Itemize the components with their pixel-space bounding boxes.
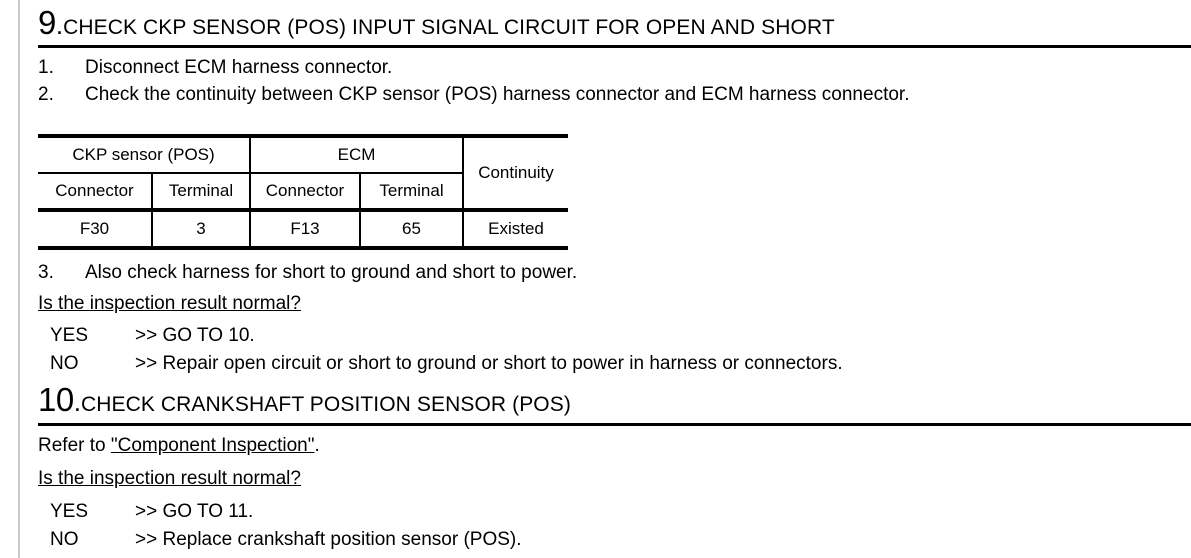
step-10-number-dot: .	[73, 387, 81, 417]
table-cell-ckp-connector: F30	[38, 208, 153, 250]
service-manual-page: 9.CHECK CKP SENSOR (POS) INPUT SIGNAL CI…	[38, 0, 1191, 558]
answer-value: >> GO TO 10.	[135, 325, 255, 346]
step-9-procedure-list: 1. Disconnect ECM harness connector. 2. …	[38, 54, 1191, 108]
table-group-header-ecm: ECM	[249, 134, 464, 173]
answer-value: >> GO TO 11.	[135, 501, 254, 522]
procedure-text: Check the continuity between CKP sensor …	[85, 84, 910, 105]
table-subheader-ckp-connector: Connector	[38, 172, 153, 210]
answer-key: YES	[50, 501, 89, 522]
step-10-heading: 10.CHECK CRANKSHAFT POSITION SENSOR (POS…	[38, 383, 1191, 416]
procedure-text: Also check harness for short to ground a…	[85, 262, 578, 283]
step-9-question: Is the inspection result normal?	[38, 293, 301, 314]
procedure-number: 3.	[38, 262, 54, 283]
procedure-number: 2.	[38, 84, 54, 105]
step-10-section: 10.CHECK CRANKSHAFT POSITION SENSOR (POS…	[38, 383, 1191, 554]
step-10-number: 10	[38, 381, 74, 418]
step-10-answers: YES >> GO TO 11. NO >> Replace crankshaf…	[38, 498, 1191, 554]
answer-row-yes: YES >> GO TO 11.	[38, 498, 1191, 526]
left-margin-rule	[18, 0, 20, 558]
table-subheader-ecm-terminal: Terminal	[359, 172, 464, 210]
table-sub-header-row: Connector Terminal Connector Terminal	[38, 172, 568, 210]
step-9-number-dot: .	[55, 10, 64, 40]
answer-key: NO	[50, 353, 79, 374]
procedure-item: 1. Disconnect ECM harness connector.	[38, 54, 1191, 81]
answer-key: NO	[50, 529, 79, 550]
table-cell-ecm-connector: F13	[249, 208, 361, 250]
answer-value: >> Replace crankshaft position sensor (P…	[135, 529, 522, 550]
step-9-title: CHECK CKP SENSOR (POS) INPUT SIGNAL CIRC…	[63, 16, 835, 39]
refer-to-prefix: Refer to	[38, 435, 111, 456]
table-subheader-ecm-connector: Connector	[249, 172, 361, 210]
table-row: F30 3 F13 65 Existed	[38, 208, 568, 250]
answer-value: >> Repair open circuit or short to groun…	[135, 353, 843, 374]
table-group-header-ckp: CKP sensor (POS)	[38, 134, 251, 173]
answer-row-no: NO >> Repair open circuit or short to gr…	[38, 350, 1191, 378]
table-subheader-ckp-terminal: Terminal	[151, 172, 251, 210]
procedure-item: 3. Also check harness for short to groun…	[38, 259, 1191, 286]
step-9-heading: 9.CHECK CKP SENSOR (POS) INPUT SIGNAL CI…	[38, 0, 1191, 39]
continuity-table: CKP sensor (POS) ECM Continuity Connecto…	[38, 134, 568, 250]
procedure-number: 1.	[38, 57, 54, 78]
step-10-title: CHECK CRANKSHAFT POSITION SENSOR (POS)	[80, 393, 571, 416]
step-9-number: 9	[38, 4, 56, 41]
table-cell-ckp-terminal: 3	[151, 208, 251, 250]
table-header-continuity: Continuity	[462, 134, 568, 210]
procedure-text: Disconnect ECM harness connector.	[85, 57, 393, 78]
component-inspection-link[interactable]: "Component Inspection"	[110, 435, 315, 456]
table-group-header-row: CKP sensor (POS) ECM Continuity	[38, 134, 568, 210]
step-10-heading-rule	[38, 423, 1191, 426]
step-9-heading-rule	[38, 45, 1191, 48]
answer-key: YES	[50, 325, 89, 346]
refer-to-line: Refer to "Component Inspection".	[38, 432, 1191, 460]
answer-row-no: NO >> Replace crankshaft position sensor…	[38, 526, 1191, 554]
step-9-answers: YES >> GO TO 10. NO >> Repair open circu…	[38, 322, 1191, 378]
step-9-section: 9.CHECK CKP SENSOR (POS) INPUT SIGNAL CI…	[38, 0, 1191, 378]
step-10-question: Is the inspection result normal?	[38, 468, 301, 489]
procedure-item: 2. Check the continuity between CKP sens…	[38, 81, 1191, 108]
table-cell-continuity: Existed	[462, 208, 568, 250]
refer-to-suffix: .	[314, 435, 320, 456]
answer-row-yes: YES >> GO TO 10.	[38, 322, 1191, 350]
table-cell-ecm-terminal: 65	[359, 208, 464, 250]
